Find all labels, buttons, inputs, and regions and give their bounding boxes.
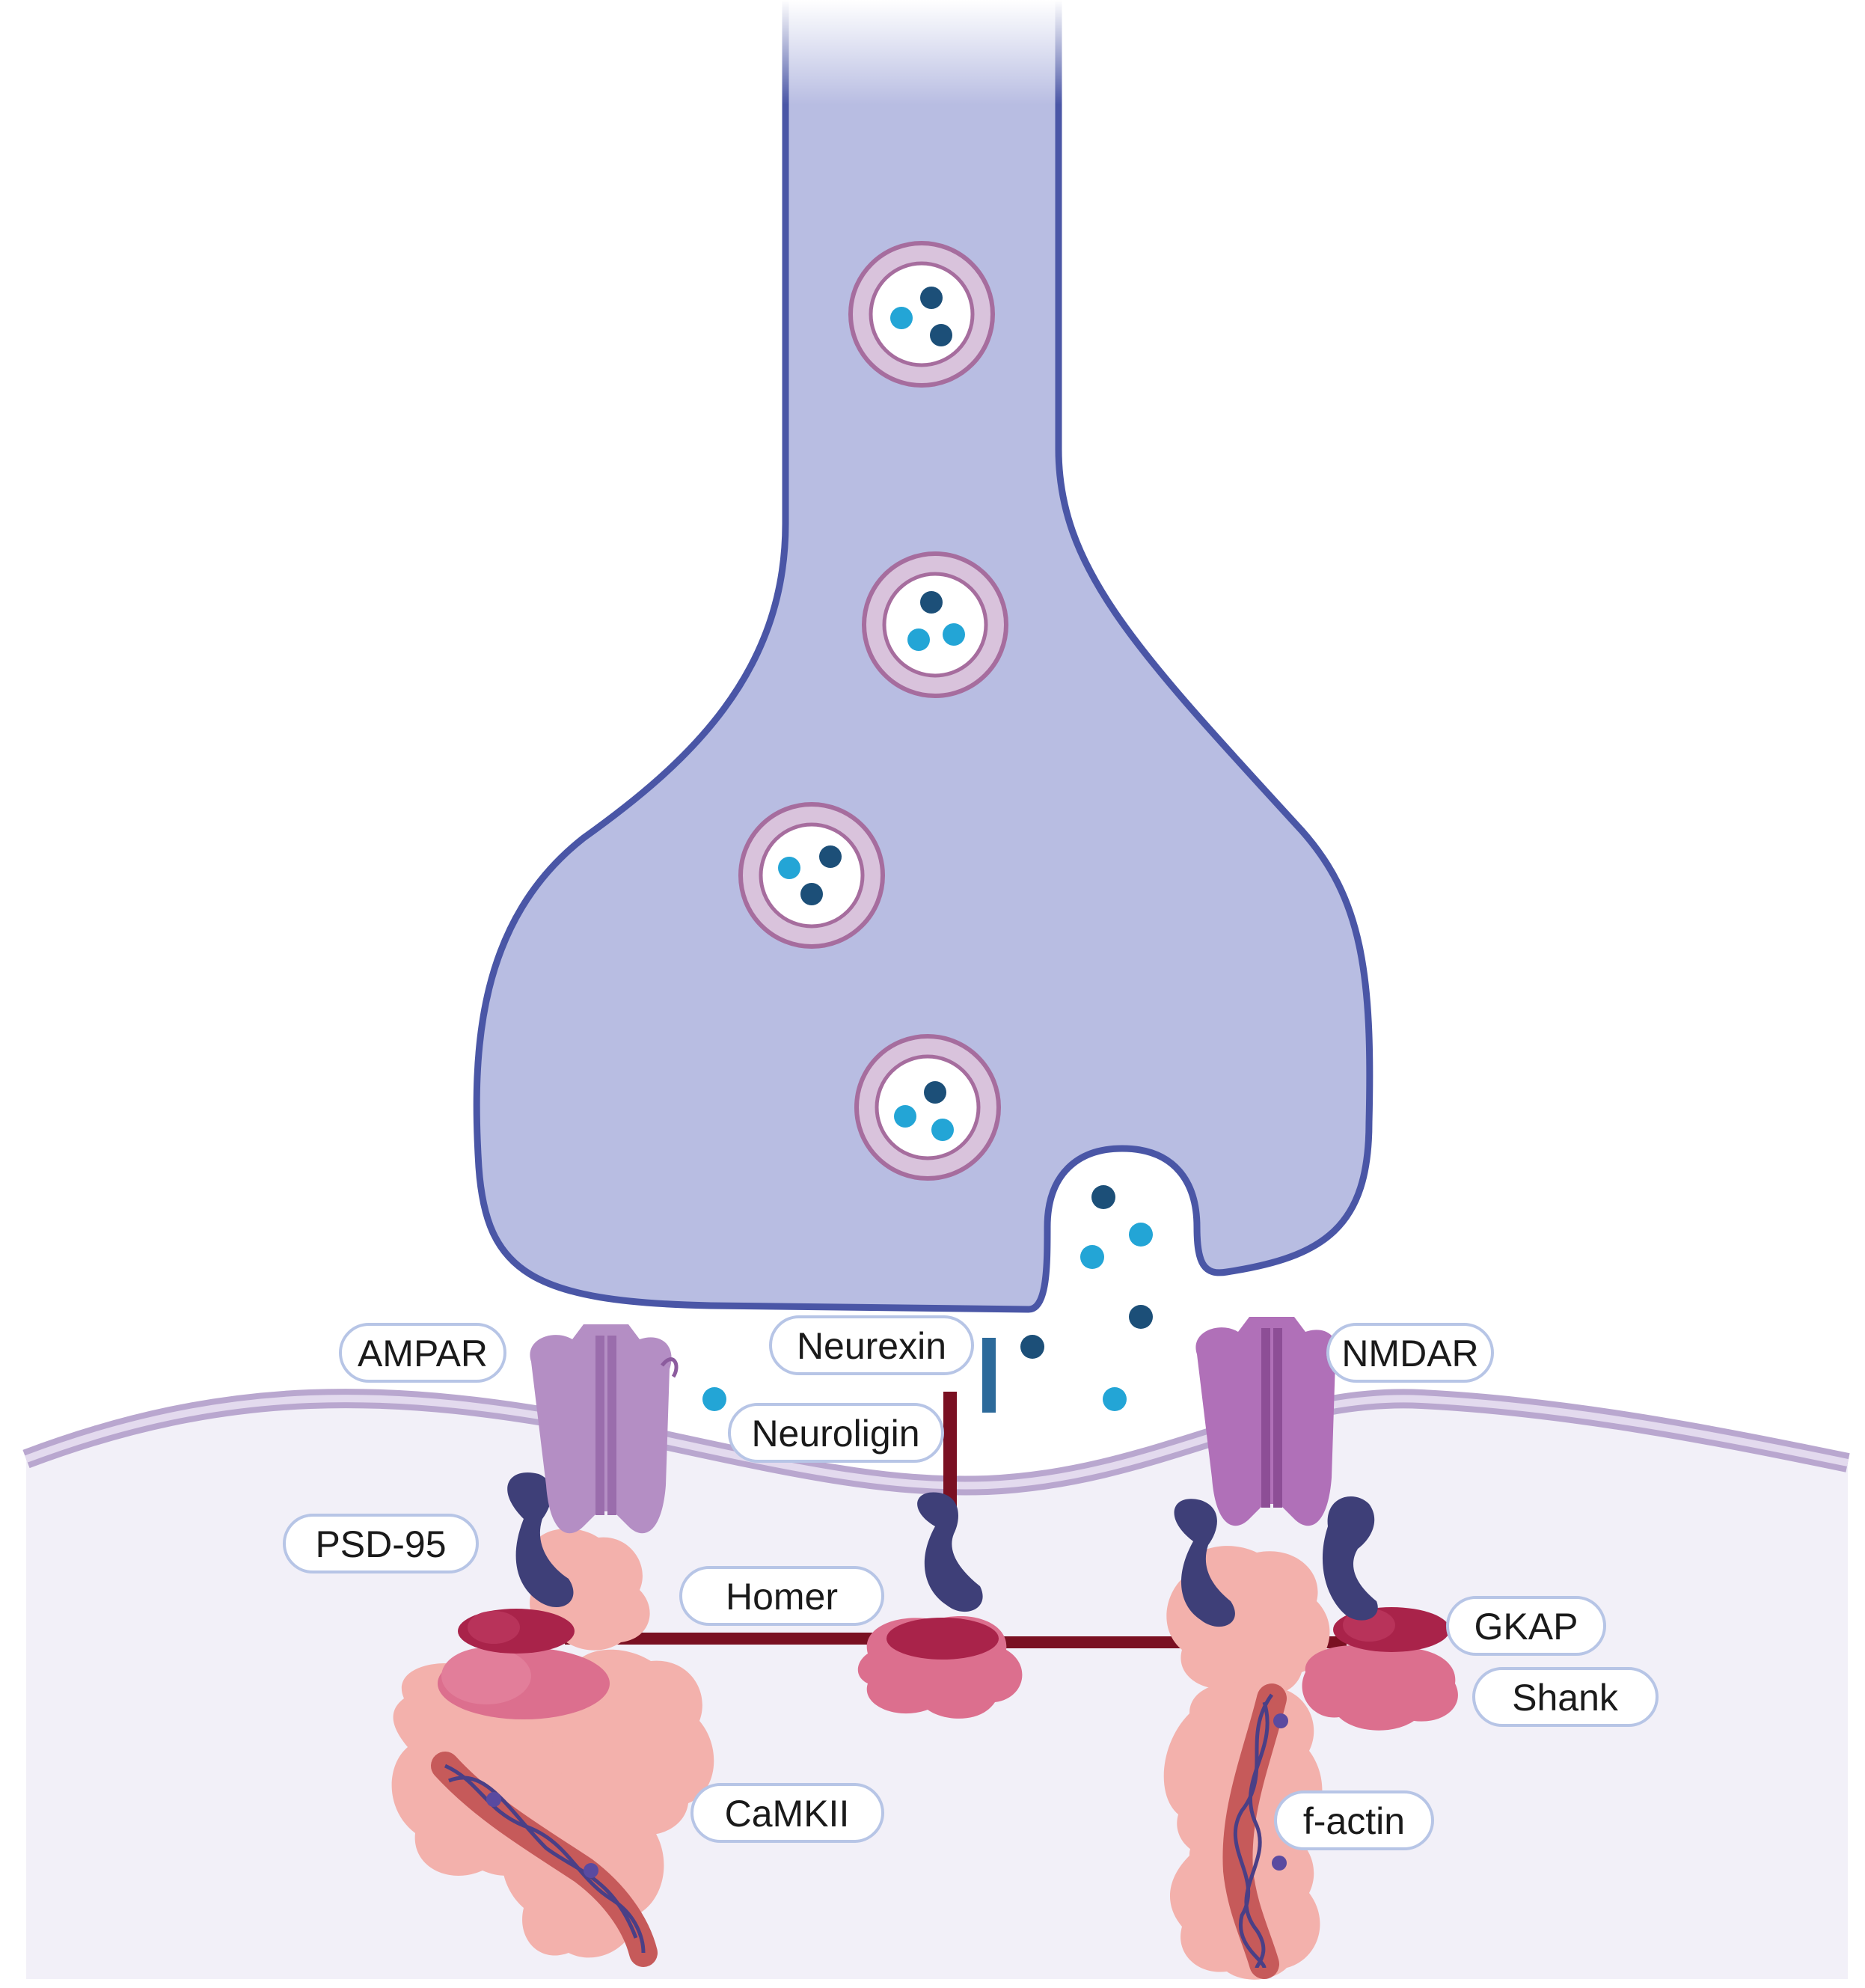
label-ampar: AMPAR	[339, 1323, 506, 1383]
label-homer: Homer	[679, 1566, 884, 1626]
shank-right	[1302, 1645, 1458, 1731]
psd95-middle	[917, 1492, 983, 1612]
svg-text:Neurexin: Neurexin	[797, 1325, 946, 1367]
svg-text:Shank: Shank	[1512, 1677, 1619, 1719]
nmdar-receptor	[1195, 1317, 1344, 1526]
axon-fade	[778, 0, 1066, 105]
gkap-middle	[886, 1618, 999, 1660]
svg-text:PSD-95: PSD-95	[315, 1523, 446, 1565]
actin-filament-left	[431, 1752, 658, 1967]
psd95-right-b	[1322, 1496, 1378, 1621]
svg-text:GKAP: GKAP	[1474, 1606, 1578, 1648]
label-nmdar: NMDAR	[1326, 1323, 1494, 1383]
psd95-right-a	[1174, 1499, 1235, 1627]
actin-filament-right	[1222, 1683, 1288, 1979]
svg-text:Neuroligin: Neuroligin	[751, 1413, 919, 1455]
label-camkii: CaMKII	[690, 1783, 884, 1843]
svg-text:AMPAR: AMPAR	[358, 1333, 488, 1374]
neurotransmitter-particles	[702, 1185, 1153, 1411]
label-neuroligin: Neuroligin	[728, 1403, 944, 1463]
synaptic-vesicle	[854, 1034, 1001, 1181]
svg-text:CaMKII: CaMKII	[725, 1793, 850, 1835]
ampar-receptor	[530, 1324, 679, 1534]
label-psd95: PSD-95	[283, 1514, 479, 1573]
synaptic-vesicle	[848, 241, 995, 388]
svg-text:NMDAR: NMDAR	[1341, 1333, 1478, 1374]
shank-left	[438, 1648, 610, 1719]
label-gkap: GKAP	[1446, 1596, 1606, 1656]
svg-text:Homer: Homer	[726, 1576, 838, 1618]
label-factin: f-actin	[1274, 1790, 1434, 1850]
label-neurexin: Neurexin	[769, 1315, 974, 1375]
neurexin-protein	[982, 1338, 996, 1413]
psd95-left	[507, 1472, 574, 1608]
gkap-left	[458, 1609, 575, 1654]
synaptic-vesicle	[738, 802, 885, 949]
synaptic-vesicle	[862, 551, 1008, 698]
label-shank: Shank	[1472, 1667, 1659, 1727]
svg-text:f-actin: f-actin	[1303, 1800, 1405, 1842]
